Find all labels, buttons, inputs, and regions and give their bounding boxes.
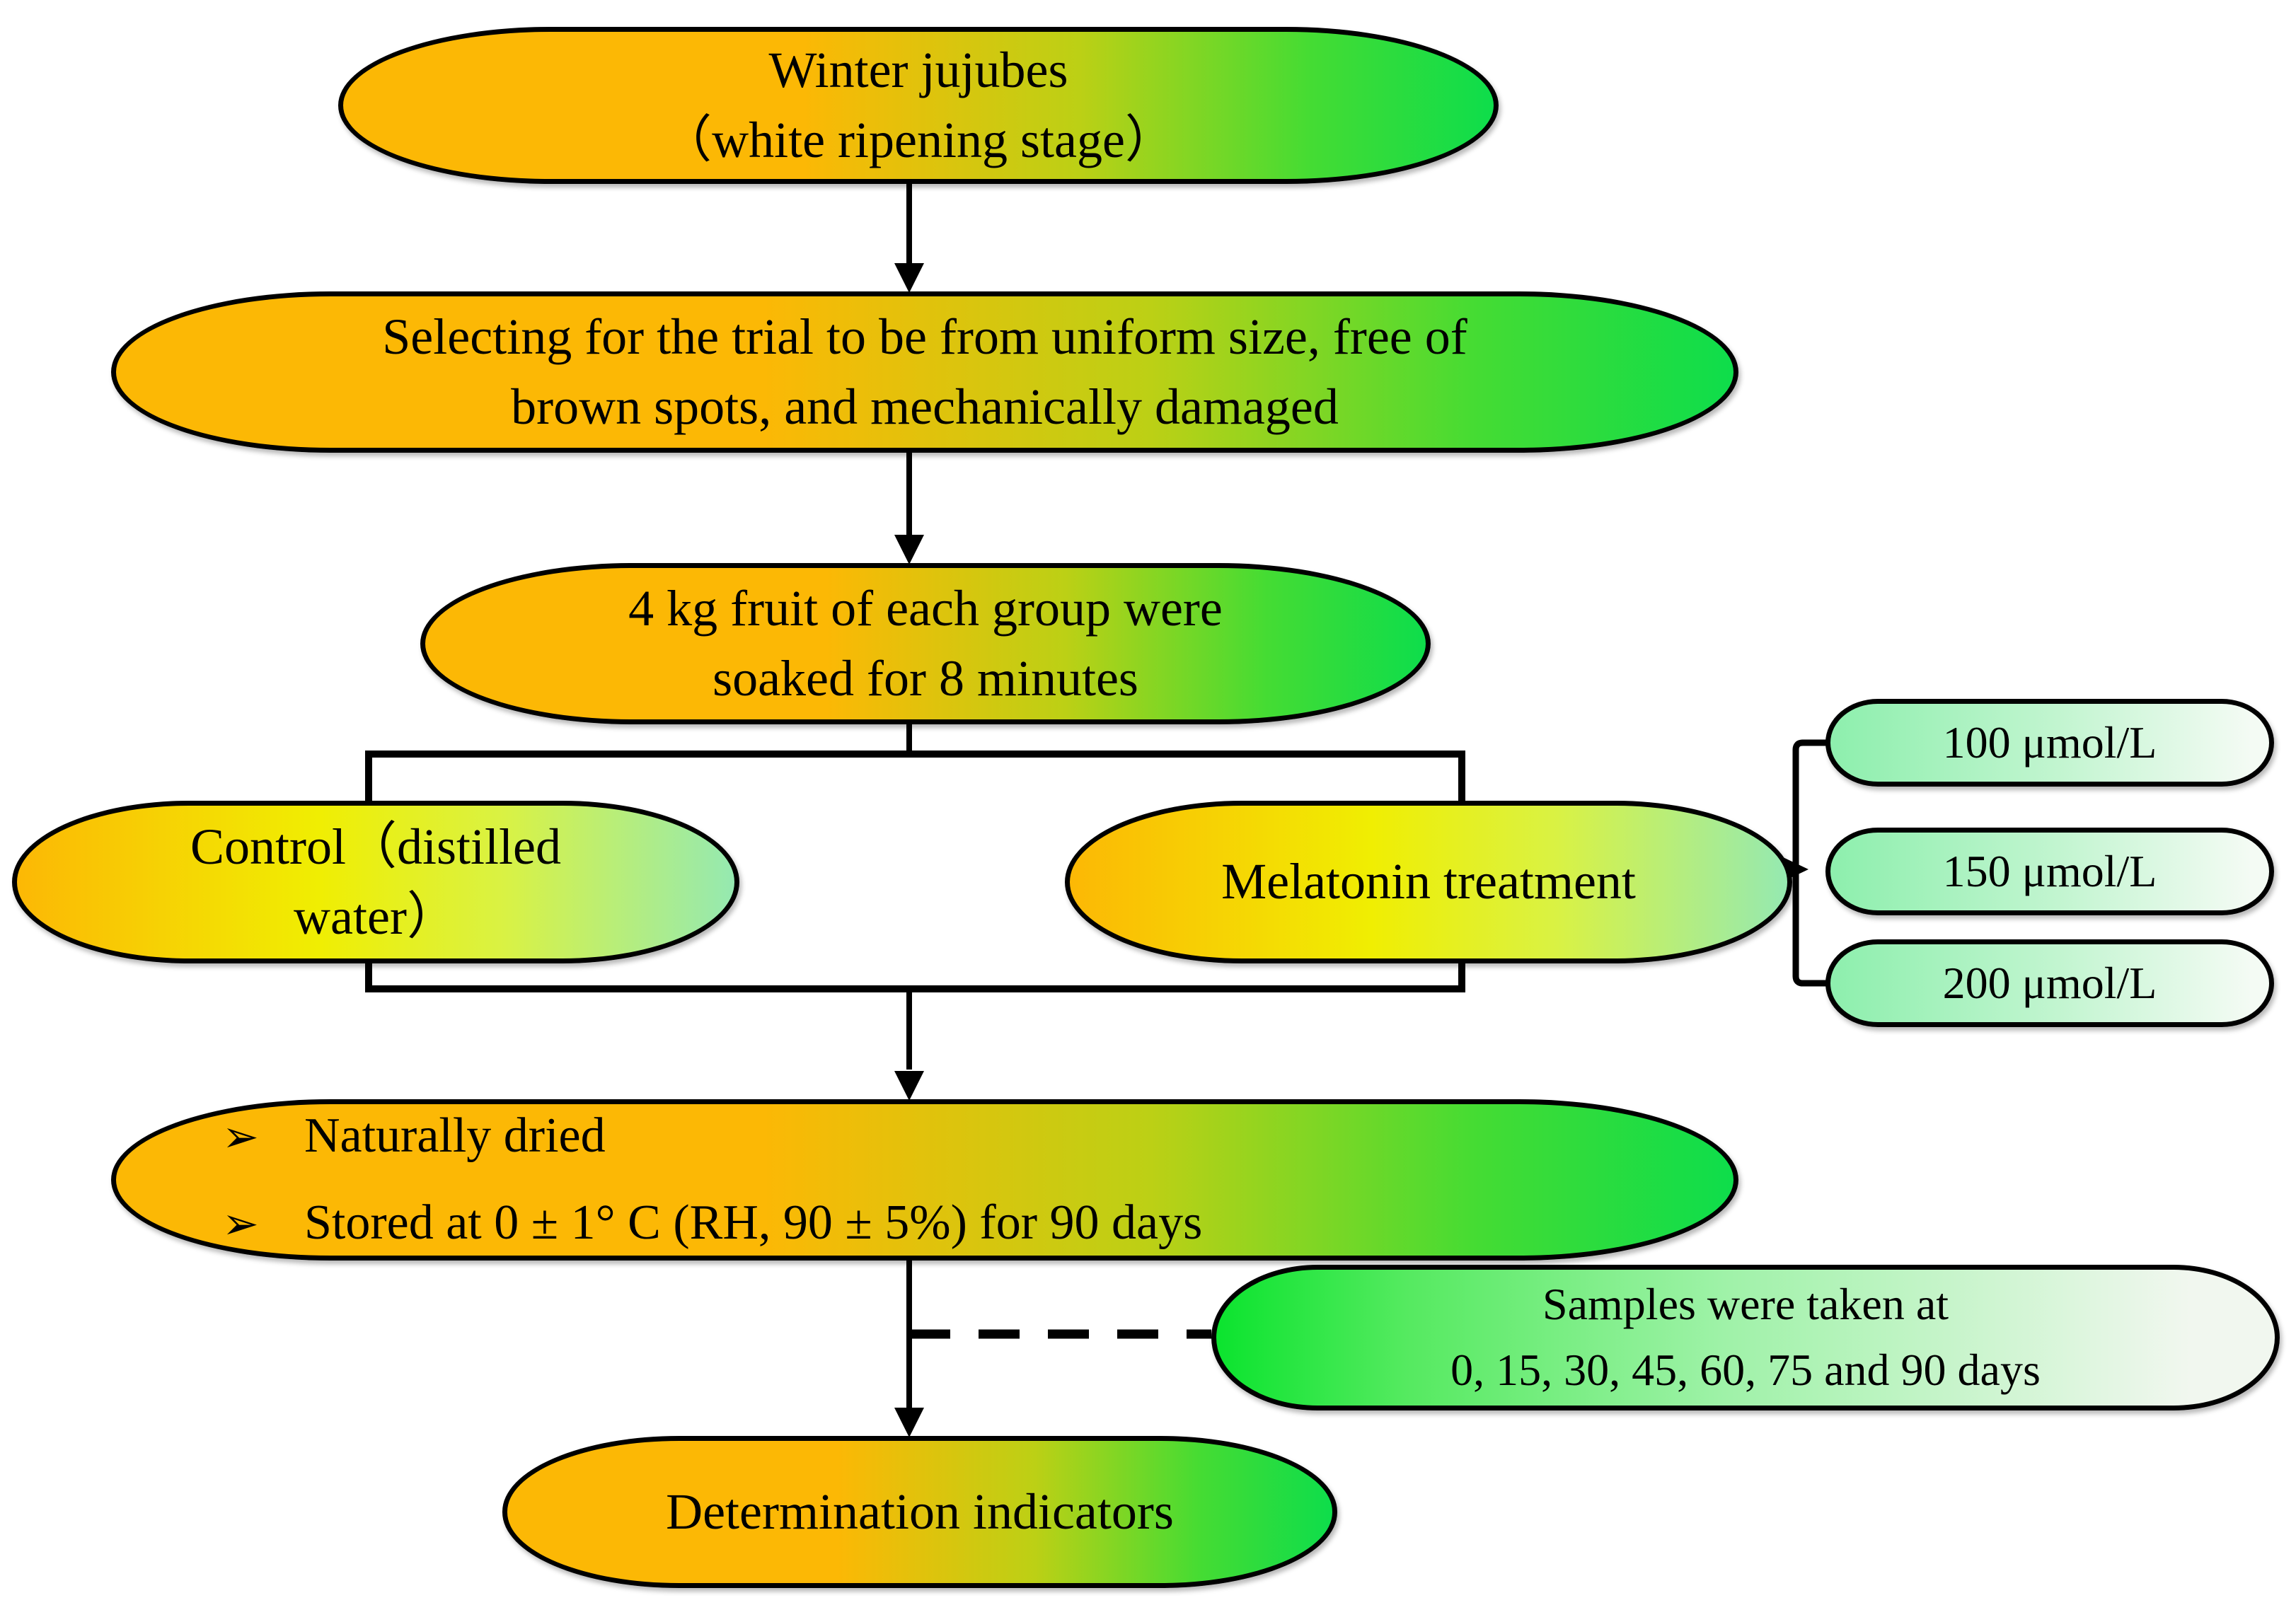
node-control: Control（distilled water） xyxy=(12,801,739,963)
selecting-line1: Selecting for the trial to be from unifo… xyxy=(382,308,1467,365)
soaking-line2: soaked for 8 minutes xyxy=(713,650,1138,707)
selecting-line2: brown spots, and mechanically damaged xyxy=(511,378,1339,435)
storage-item-1-text: Naturally dried xyxy=(304,1108,606,1164)
bracket-concentrations xyxy=(1792,739,1827,987)
node-selecting: Selecting for the trial to be from unifo… xyxy=(111,291,1738,453)
samples-line1: Samples were taken at xyxy=(1542,1279,1949,1330)
concentration-200-label: 200 μmol/L xyxy=(1942,957,2157,1008)
arrowhead-to-storage xyxy=(894,1071,924,1101)
concentration-100-label: 100 μmol/L xyxy=(1942,717,2157,767)
arrowhead-to-selecting xyxy=(894,263,924,293)
arrow-bullet-icon: ➢ xyxy=(222,1113,259,1162)
melatonin-label: Melatonin treatment xyxy=(1221,853,1636,910)
node-soaking: 4 kg fruit of each group were soaked for… xyxy=(420,563,1431,724)
samples-line2: 0, 15, 30, 45, 60, 75 and 90 days xyxy=(1450,1345,2041,1395)
storage-item-1: ➢ Naturally dried xyxy=(222,1102,606,1171)
node-winter-jujubes: Winter jujubes （white ripening stage） xyxy=(338,27,1499,184)
arrowhead-to-soaking xyxy=(894,535,924,564)
node-concentration-150: 150 μmol/L xyxy=(1825,828,2274,915)
node-concentration-100: 100 μmol/L xyxy=(1825,699,2274,787)
arrow-bullet-icon: ➢ xyxy=(222,1200,259,1248)
winter-line1: Winter jujubes xyxy=(768,41,1068,98)
node-concentration-200: 200 μmol/L xyxy=(1825,939,2274,1027)
node-storage-conditions: ➢ Naturally dried ➢ Stored at 0 ± 1° C (… xyxy=(111,1099,1738,1261)
winter-line2: （white ripening stage） xyxy=(661,112,1176,168)
control-line2: water） xyxy=(294,888,458,945)
soaking-line1: 4 kg fruit of each group were xyxy=(628,579,1223,637)
arrowhead-to-determination xyxy=(894,1408,924,1437)
storage-item-2-text: Stored at 0 ± 1° C (RH, 90 ± 5%) for 90 … xyxy=(304,1195,1203,1250)
storage-item-2: ➢ Stored at 0 ± 1° C (RH, 90 ± 5%) for 9… xyxy=(222,1189,1202,1258)
node-determination-indicators: Determination indicators xyxy=(502,1436,1337,1588)
node-melatonin-treatment: Melatonin treatment xyxy=(1065,801,1792,963)
determination-label: Determination indicators xyxy=(666,1483,1174,1540)
concentration-150-label: 150 μmol/L xyxy=(1942,845,2157,896)
control-line1: Control（distilled xyxy=(190,818,561,875)
node-sampling-schedule: Samples were taken at 0, 15, 30, 45, 60,… xyxy=(1211,1265,2280,1410)
